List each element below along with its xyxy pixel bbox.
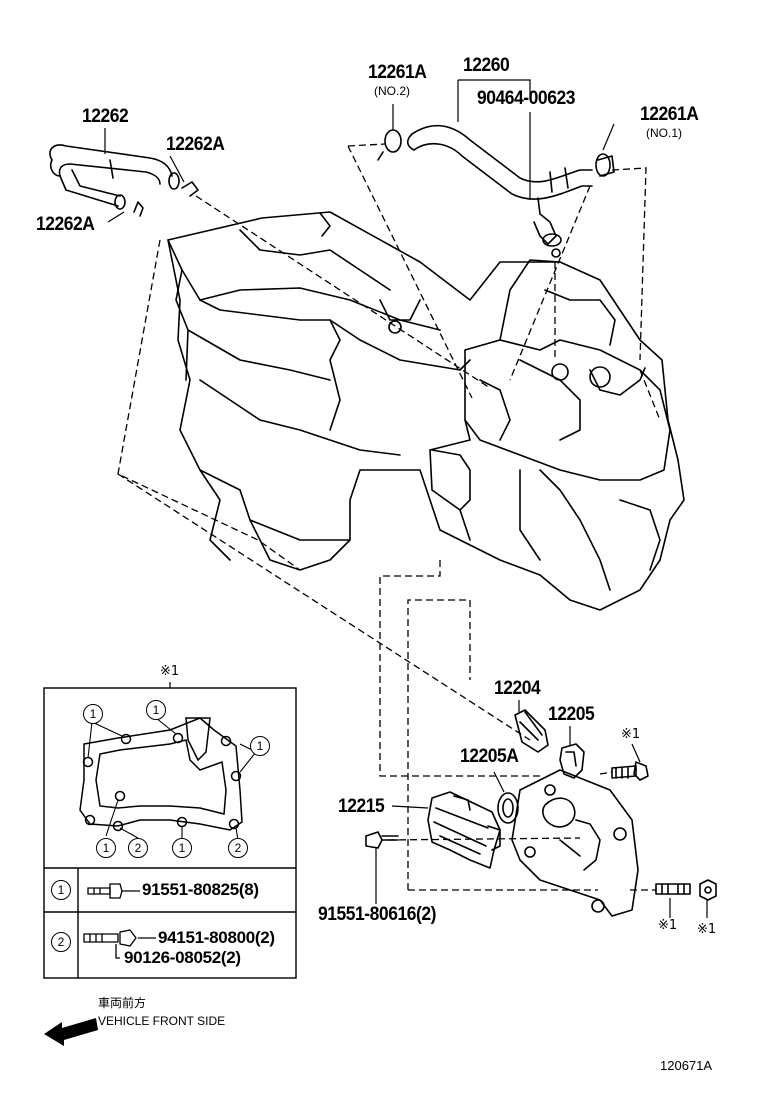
label-12261a-no2-note: (NO.2) xyxy=(374,84,410,98)
label-12261a-no1-note: (NO.1) xyxy=(646,126,682,140)
bolt-ref1 xyxy=(611,761,649,781)
label-91551-80616: 91551-80616(2) xyxy=(318,904,436,925)
inset-box xyxy=(43,682,297,979)
label-12261a-no1: 12261A xyxy=(640,104,699,125)
hose-12260 xyxy=(377,124,615,258)
legend-part-90126-08052: 90126-08052(2) xyxy=(124,948,241,967)
label-12260: 12260 xyxy=(463,55,510,76)
legend-part-91551-80825: 91551-80825(8) xyxy=(142,880,259,899)
label-12261a-no2: 12261A xyxy=(368,62,427,83)
vehicle-front-arrow xyxy=(44,1018,98,1046)
inset-callout-1b: 1 xyxy=(146,700,166,720)
label-12204: 12204 xyxy=(494,678,541,699)
label-12215: 12215 xyxy=(338,796,385,817)
inset-callout-1c: 1 xyxy=(250,736,270,756)
ventilation-case xyxy=(511,769,639,917)
inset-callout-1e: 1 xyxy=(172,838,192,858)
gasket-12205a xyxy=(497,792,519,824)
guide-lines xyxy=(117,143,661,891)
vsv-12204 xyxy=(514,709,549,753)
inset-callout-2b: 2 xyxy=(228,838,248,858)
label-ref-nut: ※1 xyxy=(697,922,717,937)
label-90464-00623: 90464-00623 xyxy=(477,88,575,109)
inset-title: ※1 xyxy=(160,664,180,679)
label-12262: 12262 xyxy=(82,106,129,127)
engine-assembly xyxy=(167,211,685,611)
figure-id: 120671A xyxy=(660,1058,713,1073)
label-ref-bolt: ※1 xyxy=(621,727,641,742)
inset-callout-2a: 2 xyxy=(128,838,148,858)
separator-12215 xyxy=(427,791,501,869)
label-12205a: 12205A xyxy=(460,746,519,767)
bracket-12205 xyxy=(559,743,585,779)
hose-12262 xyxy=(49,144,199,217)
label-12205: 12205 xyxy=(548,704,595,725)
vehicle-front-jp: 車両前方 xyxy=(98,996,147,1010)
leader-lines xyxy=(104,79,708,918)
stud-ref1 xyxy=(655,883,691,895)
legend-mark-2: 2 xyxy=(51,932,71,952)
vehicle-front-en: VEHICLE FRONT SIDE xyxy=(98,1014,226,1028)
label-ref-stud: ※1 xyxy=(658,918,678,933)
inset-callout-1d: 1 xyxy=(96,838,116,858)
nut-ref1 xyxy=(699,879,717,901)
label-12262a-left: 12262A xyxy=(36,214,95,235)
label-12262a-right: 12262A xyxy=(166,134,225,155)
legend-mark-1: 1 xyxy=(51,880,71,900)
inset-callout-1a: 1 xyxy=(83,704,103,724)
legend-part-94151-80800: 94151-80800(2) xyxy=(158,928,275,947)
